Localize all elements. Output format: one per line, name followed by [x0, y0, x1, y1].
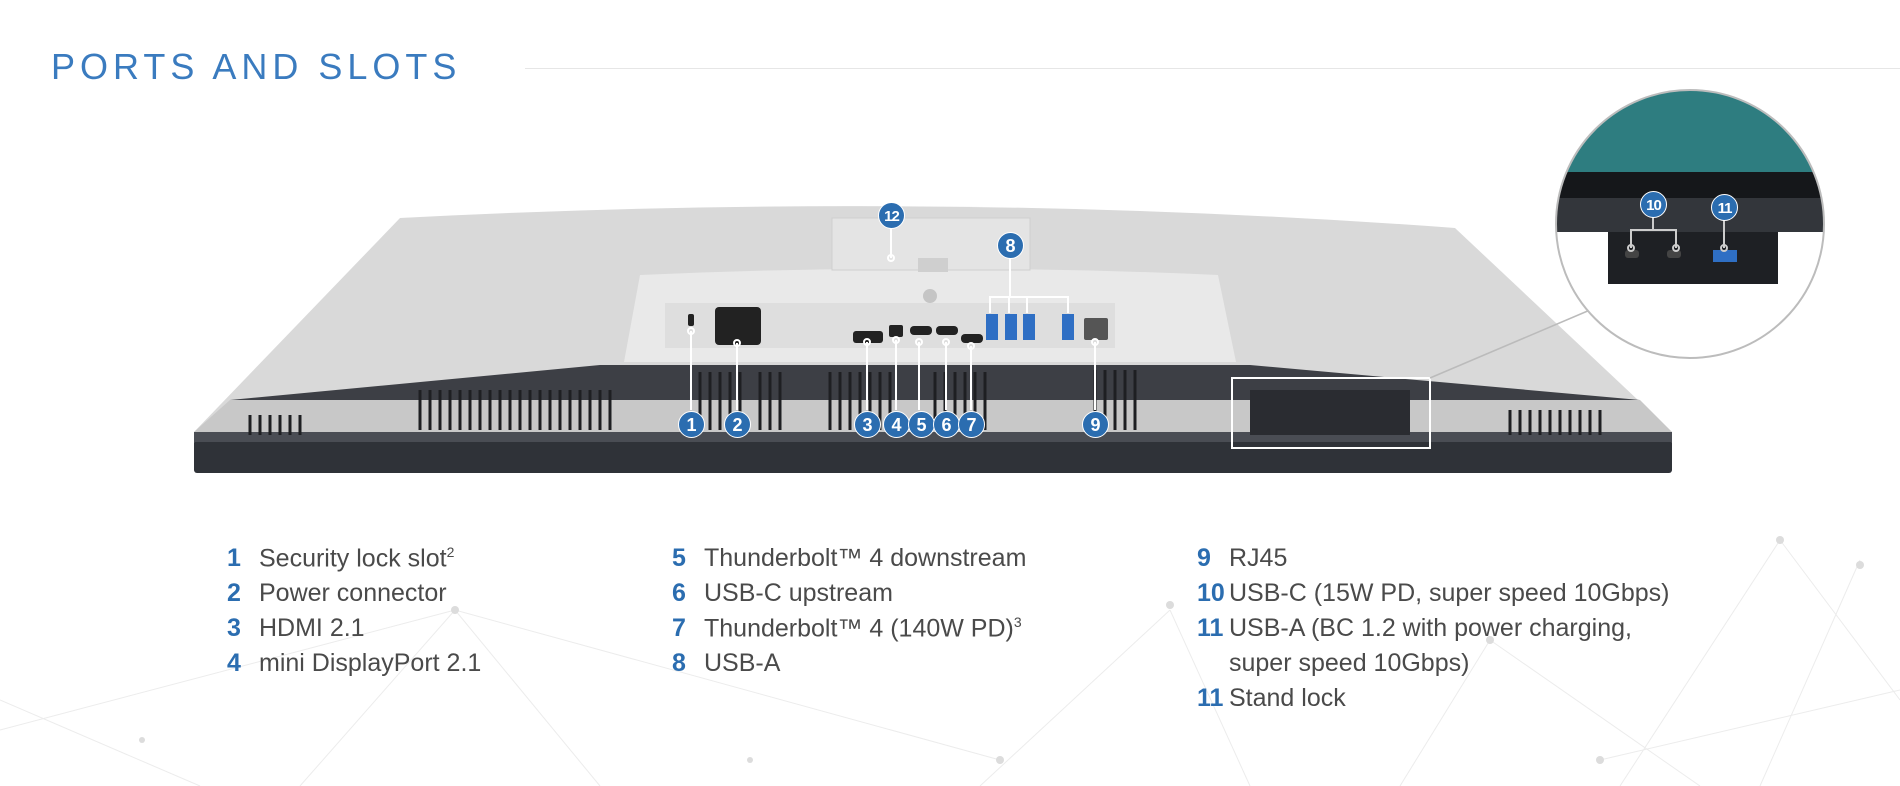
badge-stand-lock: 12 [878, 202, 905, 229]
legend-item-continuation: super speed 10Gbps) [1229, 649, 1470, 677]
badge-front-usb-c: 10 [1640, 191, 1667, 218]
badge-front-usb-a: 11 [1711, 194, 1738, 221]
thunderbolt-140w-port [961, 334, 983, 343]
usb-a-ports [986, 314, 1074, 340]
leader-lines [690, 228, 1096, 410]
thunderbolt-port [910, 326, 932, 335]
highlight-box [1231, 377, 1431, 449]
rj45-port [1084, 318, 1108, 340]
badge-thunderbolt: 5 [908, 411, 935, 438]
title-divider [525, 68, 1900, 69]
network-nodes [139, 536, 1864, 764]
power-connector [715, 307, 761, 345]
badge-rj45: 9 [1082, 411, 1109, 438]
zoom-inset [1556, 90, 1824, 358]
stand-lock [918, 258, 948, 272]
zoom-circle [1555, 89, 1825, 359]
badge-security-lock: 1 [678, 411, 705, 438]
badge-usb-c-upstream: 6 [933, 411, 960, 438]
badge-hdmi: 3 [854, 411, 881, 438]
badge-thunderbolt-140w: 7 [958, 411, 985, 438]
usb-c-upstream-port [936, 326, 958, 335]
mini-displayport [889, 325, 903, 337]
badge-power: 2 [724, 411, 751, 438]
badge-usb-a: 8 [997, 232, 1024, 259]
hdmi-port [853, 331, 883, 343]
badge-mini-dp: 4 [883, 411, 910, 438]
page-title: PORTS AND SLOTS [51, 46, 462, 87]
monitor-bottom-bezel [194, 440, 1672, 473]
security-lock-slot [688, 314, 694, 326]
vents [248, 370, 1602, 435]
ports [688, 307, 1108, 345]
